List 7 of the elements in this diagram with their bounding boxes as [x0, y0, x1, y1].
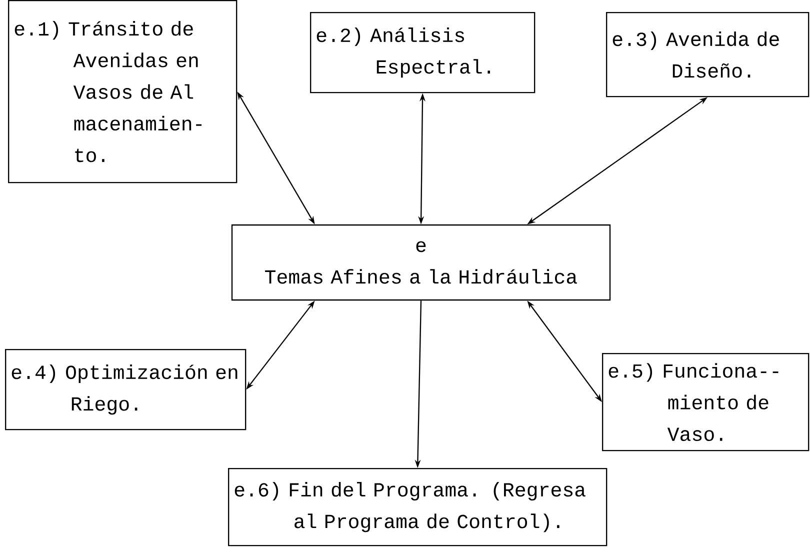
- text-box: e.2) Análisis Espectral.: [310, 12, 536, 94]
- text-box: e Temas Afines a la Hidráulica: [231, 224, 611, 301]
- text-box: e.1) Tránsito de Avenidas en Vasos de Al macenamien- to.: [8, 0, 238, 184]
- text-box: e.6) Fin del Programa. (Regresa al Programa de Control).: [228, 468, 608, 546]
- text-box: e.3) Avenida de Diseño.: [606, 12, 810, 98]
- text-box: e.4) Optimización en Riego.: [5, 349, 246, 430]
- text-box: e.5) Funciona-- miento de Vaso.: [602, 353, 810, 452]
